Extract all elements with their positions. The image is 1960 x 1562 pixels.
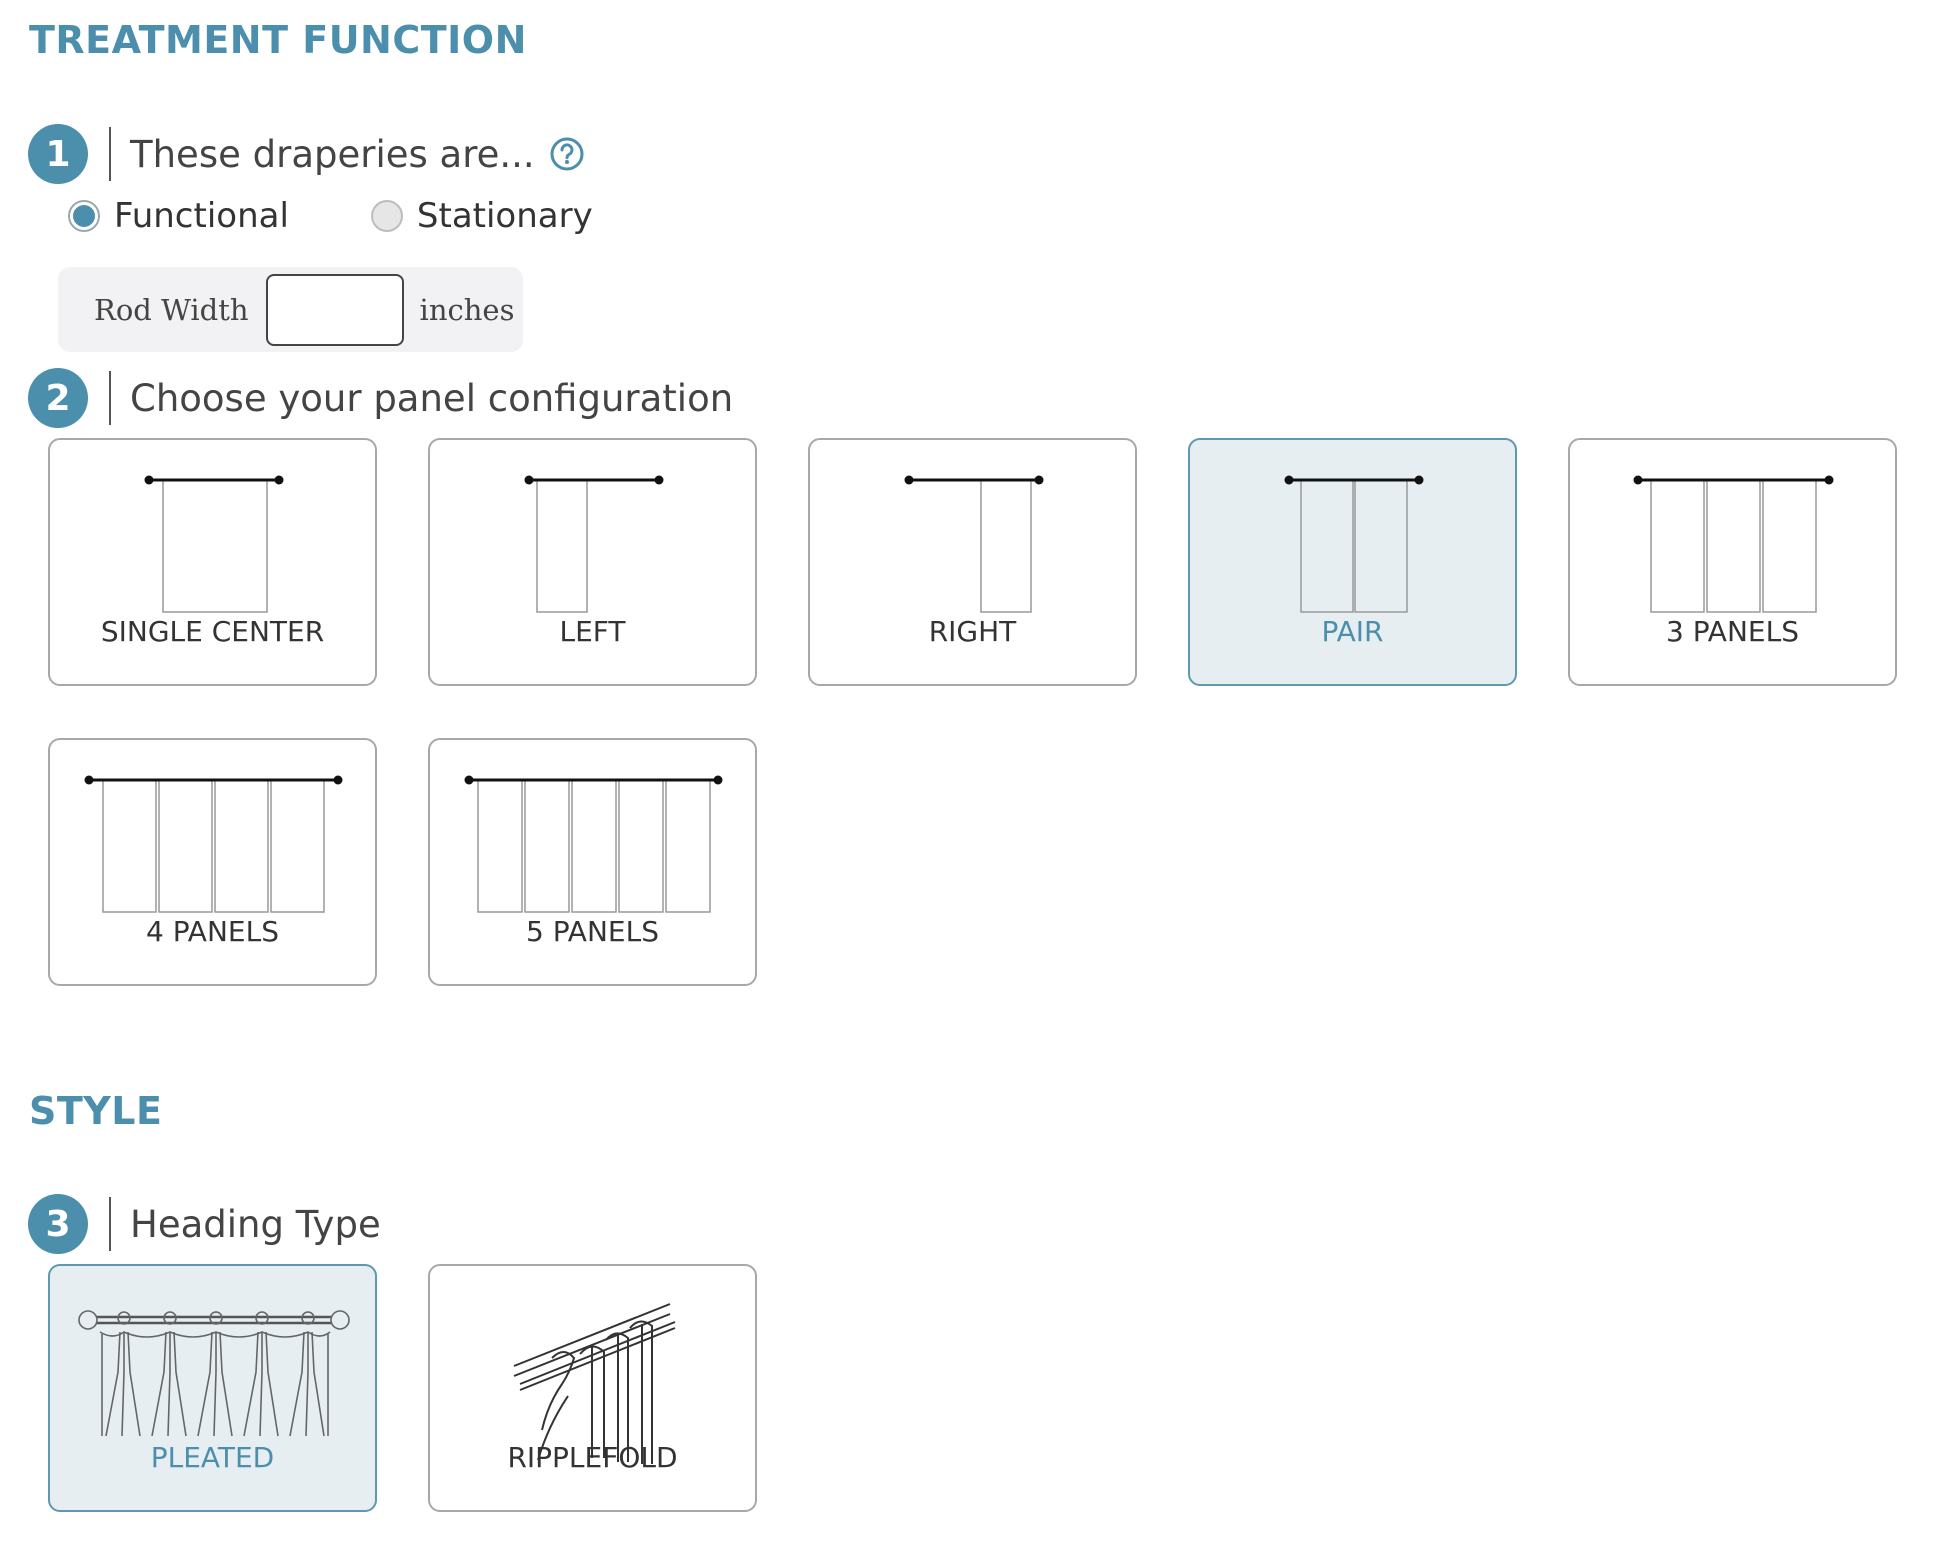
panel-option-label: LEFT	[559, 615, 626, 648]
radio-stationary-circle[interactable]	[370, 200, 403, 232]
step-3-text: Heading Type	[130, 1202, 381, 1246]
rod-width-unit: inches	[419, 292, 515, 327]
radio-stationary-label: Stationary	[416, 196, 593, 236]
step-1-text: These draperies are...	[130, 132, 535, 176]
style-title: STYLE	[29, 1089, 163, 1133]
panel-option-pair[interactable]: PAIR	[1188, 438, 1517, 686]
heading-option-ripplefold[interactable]: RIPPLEFOLD	[428, 1264, 757, 1512]
panel-option-5-panels[interactable]: 5 PANELS	[428, 738, 757, 986]
single-center-panel-icon	[144, 475, 284, 613]
panel-option-label: SINGLE CENTER	[100, 615, 325, 648]
five-panels-icon	[464, 775, 723, 913]
panel-option-single-center[interactable]: SINGLE CENTER	[48, 438, 377, 686]
heading-option-label: PLEATED	[150, 1441, 275, 1474]
three-panels-icon	[1633, 475, 1834, 613]
panel-option-label: RIGHT	[928, 615, 1017, 648]
radio-stationary[interactable]: Stationary	[370, 196, 593, 236]
step-1-header: 1 These draperies are...	[28, 123, 585, 185]
ripplefold-heading-icon	[513, 1303, 676, 1464]
step-2-badge: 2	[28, 368, 88, 428]
radio-functional-label: Functional	[114, 196, 289, 236]
step-separator	[109, 127, 111, 181]
radio-functional[interactable]: Functional	[68, 196, 289, 236]
heading-option-pleated[interactable]: PLEATED	[48, 1264, 377, 1512]
left-panel-icon	[524, 475, 664, 613]
radio-selected-dot	[73, 205, 95, 227]
panel-option-left[interactable]: LEFT	[428, 438, 757, 686]
step-separator	[109, 1197, 111, 1251]
step-separator	[109, 371, 111, 425]
step-2-header: 2 Choose your panel configuration	[28, 367, 733, 429]
pleated-heading-icon	[78, 1310, 350, 1437]
panel-option-label: PAIR	[1321, 615, 1384, 648]
right-panel-icon	[904, 475, 1044, 613]
rod-width-input[interactable]	[265, 273, 404, 346]
rod-width-label: Rod Width	[94, 292, 249, 327]
pair-panel-icon	[1284, 475, 1424, 613]
panel-option-label: 3 PANELS	[1666, 615, 1799, 648]
step-1-badge: 1	[28, 124, 88, 184]
panel-option-label: 5 PANELS	[526, 915, 659, 948]
rod-width-box: Rod Width inches	[58, 267, 523, 352]
panel-option-right[interactable]: RIGHT	[808, 438, 1137, 686]
function-radio-group: Functional Stationary	[68, 196, 593, 236]
panel-option-label: 4 PANELS	[146, 915, 279, 948]
step-2-text: Choose your panel configuration	[130, 376, 734, 420]
heading-option-label: RIPPLEFOLD	[507, 1441, 678, 1474]
radio-functional-circle[interactable]	[68, 200, 100, 232]
question-circle-icon[interactable]	[549, 136, 585, 172]
step-3-badge: 3	[28, 1194, 88, 1254]
four-panels-icon	[84, 775, 343, 913]
panel-option-3-panels[interactable]: 3 PANELS	[1568, 438, 1897, 686]
treatment-function-title: TREATMENT FUNCTION	[29, 18, 527, 62]
step-3-header: 3 Heading Type	[28, 1193, 381, 1255]
panel-option-4-panels[interactable]: 4 PANELS	[48, 738, 377, 986]
